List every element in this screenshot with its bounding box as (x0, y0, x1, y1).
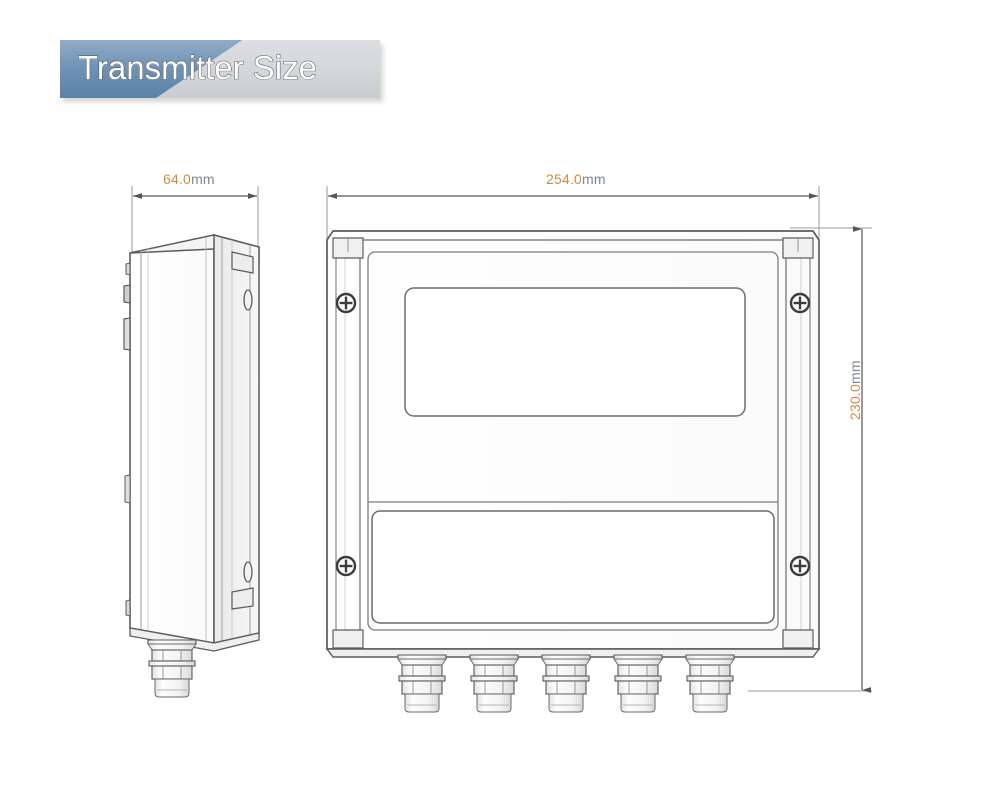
cable-gland-1 (397, 654, 447, 713)
dimension-unit-depth: mm (191, 171, 215, 187)
dimension-unit-width: mm (582, 171, 606, 187)
mounting-screw-top-right (789, 292, 811, 314)
dimension-value-depth: 64.0 (163, 171, 192, 187)
side-latch-lower (243, 561, 253, 583)
front-cover-panel (367, 251, 779, 631)
side-view (123, 186, 260, 698)
cable-gland-side (147, 639, 197, 698)
side-connector-mid (123, 317, 131, 351)
side-connector-lower (124, 474, 131, 504)
cable-gland-2 (469, 654, 519, 713)
side-latch-upper (243, 289, 253, 311)
dimension-label-height: 230.0mm (847, 360, 863, 420)
flange-notch-bottom-left (332, 629, 364, 649)
cable-gland-3 (541, 654, 591, 713)
dimension-value-width: 254.0 (546, 171, 583, 187)
banner: Transmitter Size (60, 40, 383, 102)
flange-notch-bottom-right (782, 629, 814, 649)
mounting-screw-bottom-right (789, 555, 811, 577)
mounting-screw-bottom-left (335, 555, 357, 577)
dimension-unit-height: mm (847, 360, 863, 384)
dimension-label-depth: 64.0mm (163, 171, 215, 187)
front-view (325, 186, 872, 713)
dimension-depth (131, 186, 259, 262)
terminal-compartment (371, 510, 775, 624)
dimension-height (748, 226, 872, 693)
cable-gland-4 (613, 654, 663, 713)
cable-gland-5 (685, 654, 735, 713)
dimension-value-height: 230.0 (847, 383, 863, 420)
mounting-screw-top-left (335, 292, 357, 314)
display-window (404, 287, 746, 417)
banner-title: Transmitter Size (78, 49, 318, 87)
dimension-label-width: 254.0mm (546, 171, 606, 187)
side-connector-upper (123, 284, 131, 304)
